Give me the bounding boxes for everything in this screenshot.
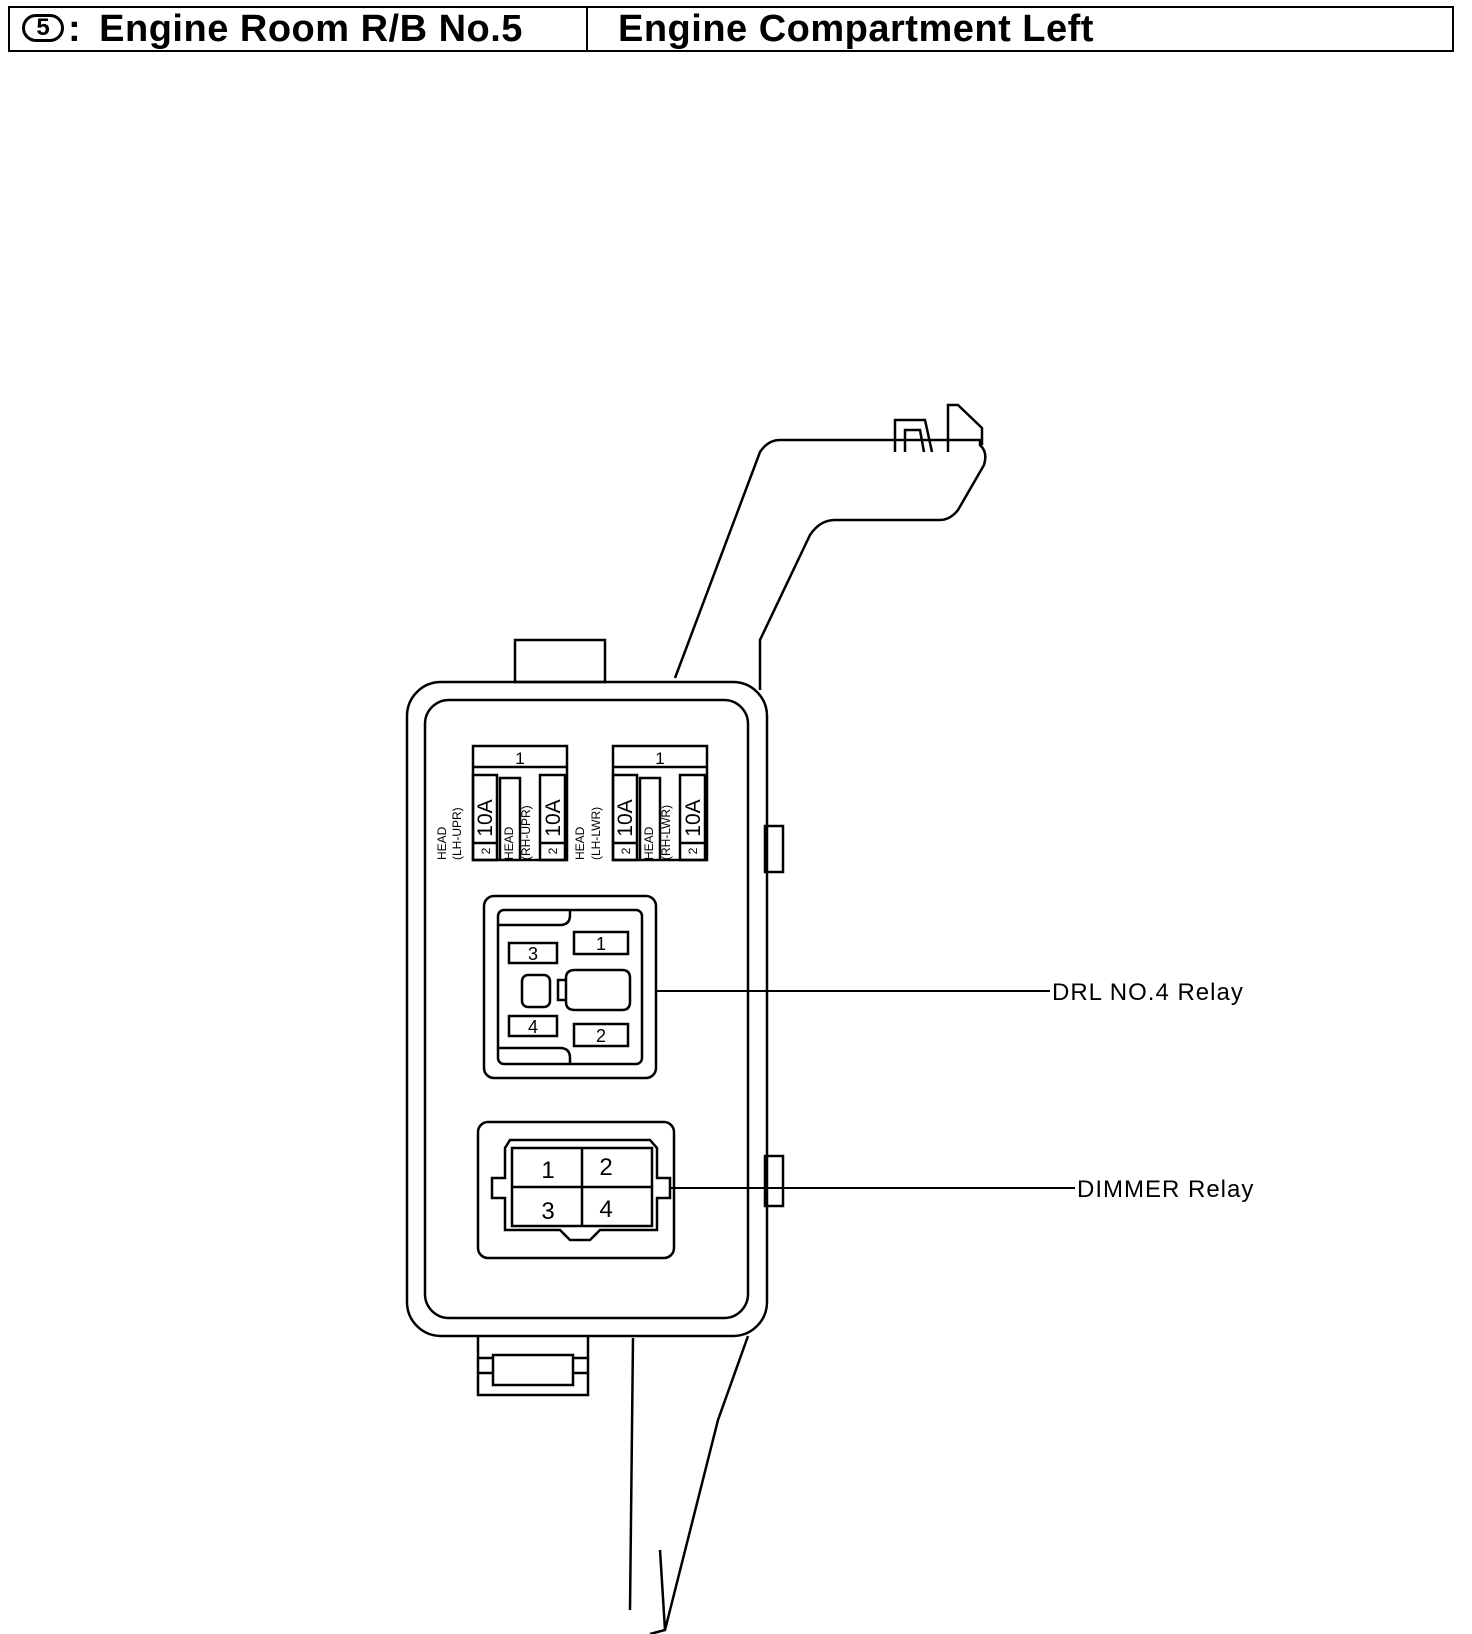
fuse-pin-bottom: 2 — [479, 847, 493, 854]
fuse-group-upper-pin-top: 1 — [515, 749, 524, 768]
drl-pin-3: 3 — [528, 944, 538, 964]
fuse-amp: 10A — [682, 799, 705, 836]
fuse-pin-bottom: 2 — [686, 847, 700, 854]
box-top-tab — [513, 638, 607, 684]
bracket-top-tab — [893, 403, 984, 453]
dimmer-relay-label: DIMMER Relay — [1077, 1176, 1254, 1203]
fuse-name: HEAD — [435, 826, 449, 860]
drl-pin-4: 4 — [528, 1017, 538, 1037]
fuse-head-rh-upr: 10A 2 HEAD (RH-UPR) — [498, 773, 567, 862]
mounting-bracket-lower — [628, 1335, 750, 1634]
fuse-amp: 10A — [474, 799, 497, 836]
drl-pin-1: 1 — [596, 934, 606, 954]
dimmer-pin-2: 2 — [599, 1154, 612, 1181]
dimmer-pin-4: 4 — [599, 1196, 612, 1223]
drl-no4-relay: 1 2 3 4 — [482, 894, 658, 1080]
fuse-sub: (RH-LWR) — [659, 805, 673, 860]
relay-block-title: Engine Room R/B No.5 — [99, 7, 523, 50]
mounting-bracket-upper — [673, 438, 987, 690]
drl-pin-2-box — [572, 1022, 630, 1048]
fuse-sub: (LH-LWR) — [589, 807, 603, 860]
fuse-pin-bottom: 2 — [546, 847, 560, 854]
fuse-name: HEAD — [642, 826, 656, 860]
box-right-tab-upper — [763, 824, 785, 874]
fuse-head-lh-lwr: 10A 2 HEAD (LH-LWR) — [573, 773, 639, 862]
dimmer-pin-3: 3 — [541, 1198, 554, 1225]
fuse-group-lower-pin-top: 1 — [655, 749, 664, 768]
drl-pin-3-box — [507, 941, 559, 965]
diagram-header: 5 : Engine Room R/B No.5 Engine Compartm… — [8, 6, 1454, 52]
fuse-amp: 10A — [614, 799, 637, 836]
fuse-sub: (LH-UPR) — [450, 807, 464, 860]
fuse-pin-bottom: 2 — [619, 847, 633, 854]
fuse-name: HEAD — [573, 826, 587, 860]
box-right-tab-lower — [763, 1154, 785, 1208]
dimmer-relay: 1 2 3 4 — [476, 1120, 676, 1260]
relay-block-inner — [423, 698, 750, 1320]
fuse-head-rh-lwr: 10A 2 HEAD (RH-LWR) — [638, 773, 707, 862]
relay-block-location: Engine Compartment Left — [618, 7, 1094, 50]
header-colon: : — [68, 7, 82, 50]
fuse-amp: 10A — [542, 799, 565, 836]
box-bottom-tab — [476, 1336, 590, 1397]
drl-pin-2: 2 — [596, 1026, 606, 1046]
drl-pin-1-box — [572, 930, 630, 956]
connector-badge: 5 — [22, 14, 64, 42]
fuse-head-lh-upr: 10A 2 HEAD (LH-UPR) — [435, 773, 499, 862]
fuse-name: HEAD — [502, 826, 516, 860]
drl-relay-label: DRL NO.4 Relay — [1052, 979, 1244, 1006]
header-title-cell: 5 : Engine Room R/B No.5 — [10, 8, 588, 50]
fuse-sub: (RH-UPR) — [519, 805, 533, 860]
header-location-cell: Engine Compartment Left — [588, 8, 1452, 50]
dimmer-pin-1: 1 — [541, 1157, 554, 1184]
drl-pin-4-box — [507, 1014, 559, 1038]
